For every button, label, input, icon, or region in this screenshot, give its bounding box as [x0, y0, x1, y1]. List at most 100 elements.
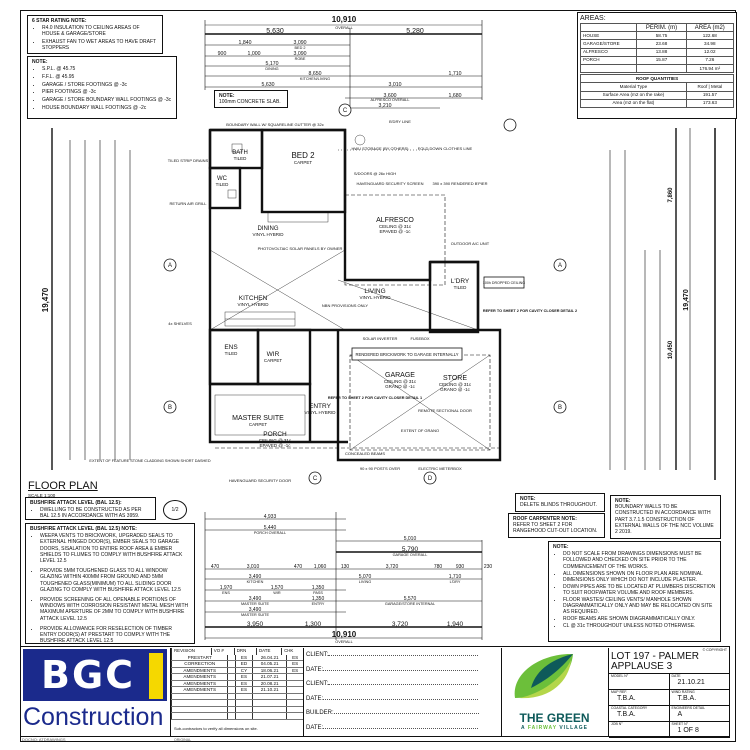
revision-cell [227, 706, 236, 713]
annotation-cavity-closer1: REFER TO SHEET 2 FOR CAVITY CLOSER DETAI… [328, 396, 422, 400]
dim-kitchen: 3,490 [249, 574, 262, 580]
room-store-finish2: GRANO @ -1c [440, 387, 471, 392]
dim-top-right: 5,280 [406, 28, 424, 35]
room-porch-finish: CEILING @ 31c [259, 438, 292, 443]
copyright: © COPYRIGHT [702, 648, 727, 652]
floor-plan-title: FLOOR PLAN [28, 480, 98, 492]
levels-note: NOTE: S.P.L. @ 45.75 F.F.L. @ 45.95 GARA… [27, 56, 177, 119]
docno: DOCNO: ATDRAWINGS [22, 737, 66, 742]
room-ens-name: ENS [224, 344, 238, 351]
dim-ldry: 1,710 [449, 574, 462, 580]
blinds-note-text: DELETE BLINDS THROUGHOUT. [520, 502, 597, 509]
dim-pass2: 1,350 [312, 585, 325, 591]
levels-note-item: GARAGE / STORE FOOTINGS @ -3c [42, 82, 172, 88]
annotation-outdoor-ac: OUTDOOR A/C UNIT [451, 241, 490, 246]
signoff-line[interactable]: CLIENT: [304, 648, 501, 663]
dim-top-left: 5,630 [266, 28, 284, 35]
carpenter-note: ROOF CARPENTER NOTE: REFER TO SHEET 2 FO… [508, 513, 605, 538]
dim-alfresco-overall: 3,600 [384, 93, 397, 99]
room-bed2-finish: CARPET [294, 160, 313, 165]
floor-plan-scale: SCALE 1:100 [28, 493, 56, 498]
revision-footer: Sub-contractors to verify all dimensions… [174, 726, 258, 731]
dim-row5a: 5,630 [262, 82, 275, 88]
project-field-value: T.B.A. [617, 695, 636, 702]
dim-b-row: 470 [211, 564, 220, 570]
tagline-a: A [520, 725, 528, 731]
dim-row5b: 3,010 [389, 82, 402, 88]
slab-note: NOTE: 100mm CONCRETE SLAB. [214, 90, 288, 108]
signoff-line[interactable]: DATE: [304, 721, 501, 736]
dim-alfresco-overall-label: ALFRESCO OVERALL [370, 98, 409, 102]
dim-entry-label: ENTRY [312, 602, 325, 606]
annotation-extent-grano: EXTENT OF GRANO [401, 428, 439, 433]
general-note-item: ROOF BEAMS ARE SHOWN DIAGRAMMATICALLY ON… [563, 616, 716, 622]
revision-cell [251, 706, 288, 713]
revision-row [170, 699, 304, 707]
bal-note-item: PROVIDE ALLOWANCE FOR RESELECTION OF TIM… [40, 626, 190, 645]
bottom-dimensions [204, 512, 483, 640]
project-info: © COPYRIGHT LOT 197 - PALMER APPLAUSE 3 … [608, 648, 730, 738]
the-green-logo: THE GREEN A FAIRWAY VILLAGE [501, 648, 608, 736]
room-dining-name: DINING [258, 226, 279, 232]
dim-bottom-overall: 10,910 [332, 630, 357, 639]
general-note: NOTE: DO NOT SCALE FROM DRAWINGS DIMENSI… [548, 541, 721, 642]
dim-bottom-segment: 3,950 [247, 621, 264, 628]
revision-cell: 18.06.21 [251, 667, 288, 674]
dim-ens-label: ENS [222, 591, 230, 595]
annotation-remote-door: REMOTE SECTIONAL DOOR [418, 408, 472, 413]
bal-note-title: BUSHFIRE ATTACK LEVEL (BAL 12.5) NOTE: [30, 526, 137, 532]
signoff-line[interactable]: CLIENT: [304, 677, 501, 692]
bal-note-item: PROVIDE 5MM TOUGHENED GLASS TO ALL WINDO… [40, 568, 190, 593]
dim-garage-store: 5,570 [404, 596, 417, 602]
carpenter-note-title: ROOF CARPENTER NOTE: [513, 516, 577, 522]
dim-porch-a: 4,933 [264, 514, 277, 520]
dim-bottom-overall-label: OVERALL [335, 640, 353, 644]
north-marker: 1/2 [163, 500, 187, 520]
leaf-icon [514, 653, 573, 699]
annotation-solar-inverter: SOLAR INVERTER [363, 336, 398, 341]
annotation-pv: PHOTOVOLTAIC SOLAR PANELS BY OWNER [258, 246, 343, 251]
star-rating-note: 6 STAR RATING NOTE: R4.0 INSULATION TO C… [27, 15, 163, 54]
annotation-rendered-brickwork: RENDERED BRICKWORK TO GARAGE INTERNALLY [355, 352, 458, 357]
project-field-value: 1 OF 8 [677, 727, 699, 734]
bgc-logo-text: BGC [41, 653, 136, 697]
dim-bed2: 3,090 [294, 40, 307, 46]
revision-cell [251, 699, 288, 707]
signoff-label: DATE: [306, 695, 324, 702]
room-wc-name: WC [217, 176, 228, 182]
signoff-label: BUILDER: [306, 710, 334, 716]
section-marker-b: B [168, 405, 172, 411]
project-field-label: MODEL N° [611, 674, 629, 678]
areas-total: 176.94 m² [685, 64, 735, 74]
interior-fixtures [209, 134, 491, 451]
revision-cell: 26.04.21 [251, 654, 288, 661]
project-field: MODEL N° [609, 674, 670, 690]
signoff-line[interactable]: DATE: [304, 692, 501, 707]
signoff-line[interactable]: BUILDER: [304, 706, 501, 721]
revision-cell [234, 712, 253, 720]
dim-bottom-segment: 1,940 [447, 621, 464, 628]
project-field-label: SHEET N° [671, 722, 689, 726]
floor-plan-drawing: 10,910 OVERALL 5,630 5,280 1,840 3,090 B… [41, 15, 716, 644]
section-marker-a: A [558, 263, 562, 269]
signoff-line[interactable]: DATE: [304, 663, 501, 678]
revision-cell [227, 680, 236, 687]
general-note-item: ALL DIMENSIONS SHOWN ON FLOOR PLAN ARE N… [563, 571, 716, 583]
star-note-title: 6 STAR RATING NOTE: [32, 18, 87, 24]
revision-cell [251, 712, 288, 720]
project-field-value: T.B.A. [677, 695, 697, 702]
project-field-value: T.B.A. [617, 711, 636, 718]
room-alfresco-name: ALFRESCO [376, 217, 414, 224]
room-store-finish: CEILING @ 31c [439, 382, 472, 387]
annotation-pier: 390 x 390 RENDERED B'PIER [432, 181, 487, 186]
revision-cell: 04.05.21 [251, 660, 288, 668]
annotation-boundary-wall: BOUNDARY WALL W/ SQUARELINE GUTTER @ 32c [226, 122, 323, 127]
dim-right-overall: 19,470 [683, 289, 690, 311]
estate-name: THE GREEN [519, 711, 590, 725]
tagline-c: VILLAGE [556, 725, 589, 731]
dim-dining-label: DINING [265, 67, 278, 71]
rev-header: DATE [255, 648, 283, 655]
